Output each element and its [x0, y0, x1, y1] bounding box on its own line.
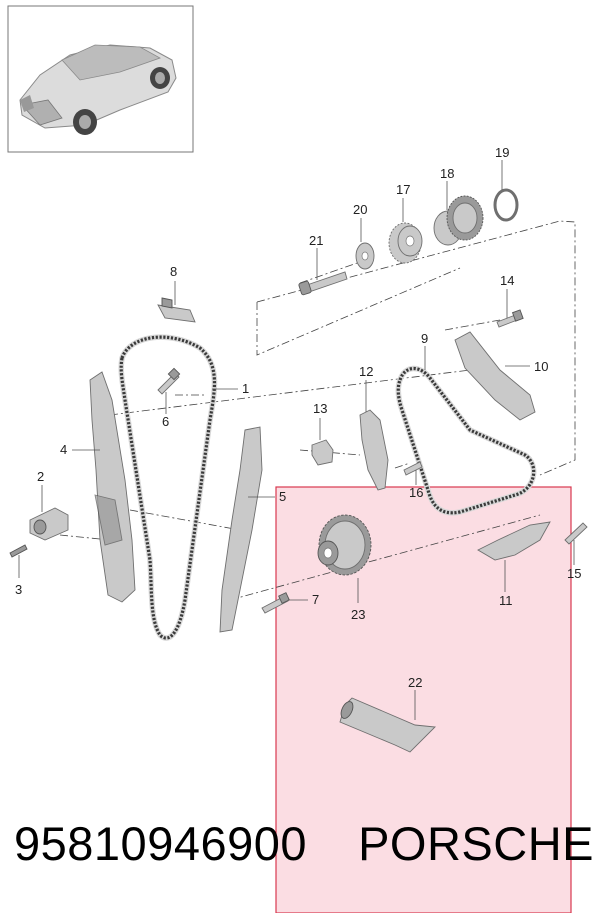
- part-16-bolt[interactable]: [403, 461, 423, 476]
- part-15-bolt[interactable]: [564, 522, 588, 545]
- part-1-timing-chain[interactable]: [118, 334, 218, 641]
- part-11-rail[interactable]: [477, 521, 551, 561]
- callout-14[interactable]: 14: [500, 273, 514, 288]
- callout-3[interactable]: 3: [15, 582, 22, 597]
- callout-4[interactable]: 4: [60, 442, 67, 457]
- callout-5[interactable]: 5: [279, 489, 286, 504]
- part-2-tensioner[interactable]: [29, 507, 69, 541]
- part-21-bolt[interactable]: [298, 271, 348, 296]
- callout-labels: 1 2 3 4 5 6 7 8 9 10 11 12 13 14 15 16 1…: [15, 145, 581, 690]
- callout-11[interactable]: 11: [499, 593, 513, 608]
- callout-1[interactable]: 1: [242, 381, 249, 396]
- part-14-bolt[interactable]: [496, 309, 524, 328]
- part-4-tensioner-rail[interactable]: [89, 371, 136, 603]
- callout-15[interactable]: 15: [567, 566, 581, 581]
- part-12-tensioner-rail[interactable]: [359, 409, 389, 491]
- callout-18[interactable]: 18: [440, 166, 454, 181]
- part-6-bolt[interactable]: [157, 367, 181, 395]
- callout-22[interactable]: 22: [408, 675, 422, 690]
- part-5-guide-rail[interactable]: [219, 426, 263, 633]
- callout-16[interactable]: 16: [409, 485, 423, 500]
- part-17-gear[interactable]: [388, 222, 423, 264]
- part-19-ring[interactable]: [493, 188, 519, 222]
- part-9-chain[interactable]: [395, 365, 537, 516]
- callout-20[interactable]: 20: [353, 202, 367, 217]
- callout-leaders: [18, 160, 575, 720]
- part-13-tensioner[interactable]: [311, 439, 334, 466]
- callout-12[interactable]: 12: [359, 364, 373, 379]
- callout-19[interactable]: 19: [495, 145, 509, 160]
- callout-23[interactable]: 23: [351, 607, 365, 622]
- callout-7[interactable]: 7: [312, 592, 319, 607]
- part-18-sprocket[interactable]: [433, 195, 484, 246]
- part-22-sealant-tube[interactable]: [339, 697, 436, 753]
- callout-6[interactable]: 6: [162, 414, 169, 429]
- part-3-bolt[interactable]: [9, 544, 28, 558]
- part-7-bolt[interactable]: [261, 592, 290, 614]
- callout-8[interactable]: 8: [170, 264, 177, 279]
- car-thumbnail-icon: [19, 44, 177, 135]
- part-10-rail[interactable]: [454, 331, 536, 421]
- callout-9[interactable]: 9: [421, 331, 428, 346]
- vehicle-thumbnail[interactable]: [7, 5, 194, 153]
- callout-2[interactable]: 2: [37, 469, 44, 484]
- part-20-washer[interactable]: [355, 242, 375, 270]
- part-8-guide-clip[interactable]: [157, 297, 196, 323]
- assembly-lines: [59, 220, 576, 601]
- callout-13[interactable]: 13: [313, 401, 327, 416]
- callout-17[interactable]: 17: [396, 182, 410, 197]
- part-23-gear[interactable]: [317, 514, 372, 576]
- callout-10[interactable]: 10: [534, 359, 548, 374]
- callout-21[interactable]: 21: [309, 233, 323, 248]
